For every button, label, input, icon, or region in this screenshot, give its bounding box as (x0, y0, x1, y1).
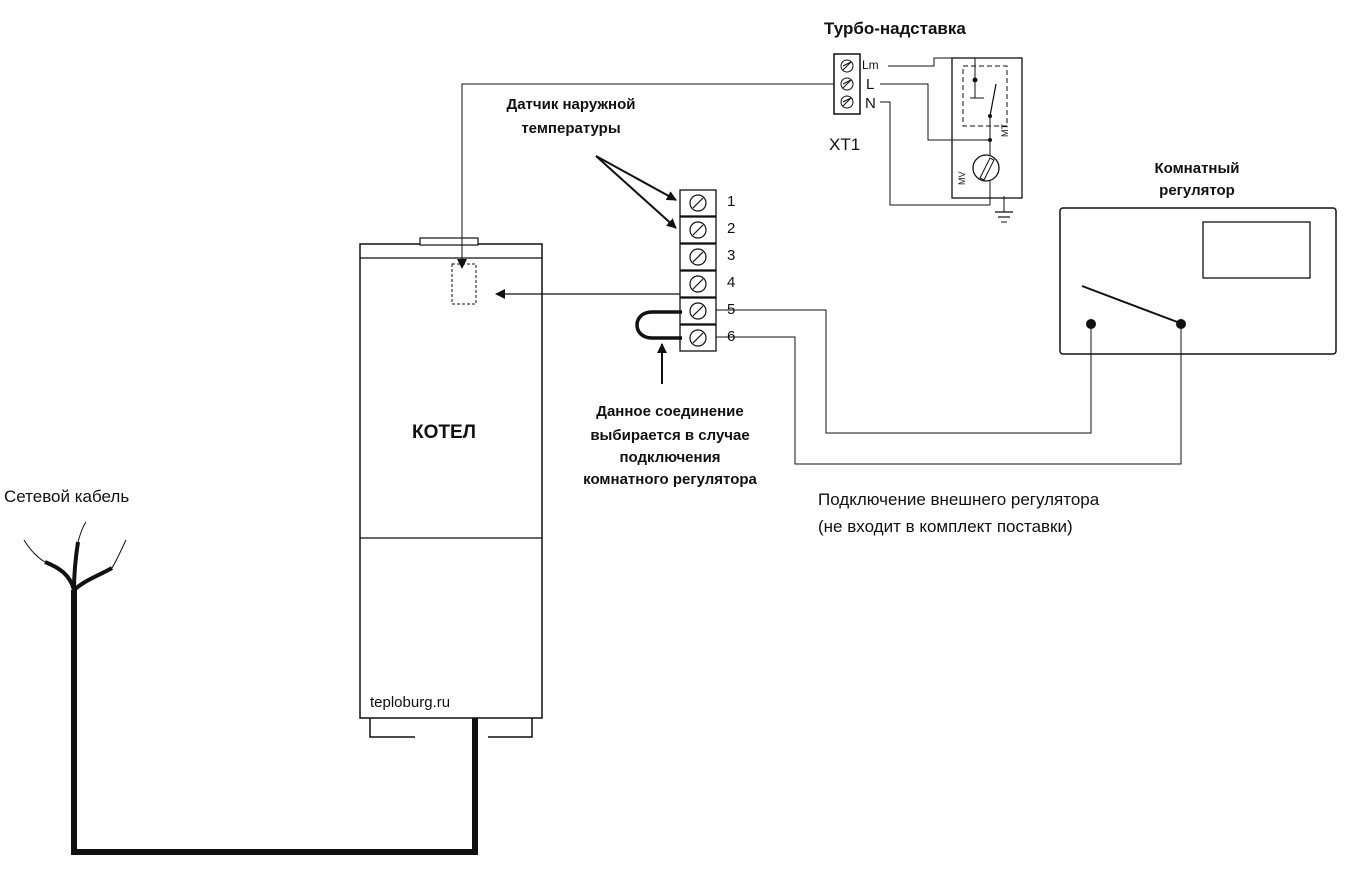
jumper-note-4: комнатного регулятора (583, 471, 757, 488)
external-regulator-note-2: (не входит в комплект поставки) (818, 517, 1073, 536)
power-cable (23, 521, 478, 855)
external-regulator-note-1: Подключение внешнего регулятора (818, 490, 1100, 509)
turbo-module (880, 57, 1023, 223)
regulator-wire-6 (716, 324, 1182, 465)
terminal-number: 6 (727, 328, 736, 345)
terminal-number: 3 (727, 247, 736, 264)
room-regulator-label-2: регулятор (1159, 182, 1235, 199)
turbo-title: Турбо-надставка (824, 19, 966, 38)
regulator-wire-5 (716, 309, 1092, 434)
terminal-number: 5 (727, 301, 736, 318)
watermark: teploburg.ru (370, 694, 451, 711)
thermostat-label: MT (1000, 124, 1010, 137)
jumper-note-3: подключения (619, 449, 721, 466)
terminal-number: 4 (727, 274, 736, 291)
pin-l-label: L (866, 76, 875, 93)
room-regulator (1059, 207, 1337, 355)
boiler (359, 237, 543, 738)
turbo-wire (461, 83, 834, 262)
power-cable-label: Сетевой кабель (4, 487, 130, 506)
jumper-note-2: выбирается в случае (590, 427, 750, 444)
jumper-note-1: Данное соединение (596, 403, 744, 420)
boiler-label: КОТЕЛ (412, 422, 476, 443)
pin-n-label: N (865, 95, 876, 112)
room-regulator-label-1: Комнатный (1154, 160, 1240, 177)
sensor-arrow-1 (595, 155, 677, 201)
sensor-label-2: температуры (521, 120, 621, 137)
pin-lm-label: Lm (862, 58, 879, 72)
jumper-wire (635, 310, 682, 340)
terminal-number: 1 (727, 193, 736, 210)
sensor-label-1: Датчик наружной (506, 96, 636, 113)
sensor-arrow-2 (595, 155, 677, 229)
terminal-strip (679, 189, 717, 352)
fan-label: MV (957, 171, 967, 186)
terminal-number: 2 (727, 220, 736, 237)
xt1-terminal-block (833, 53, 861, 115)
xt1-label: XT1 (829, 135, 861, 154)
